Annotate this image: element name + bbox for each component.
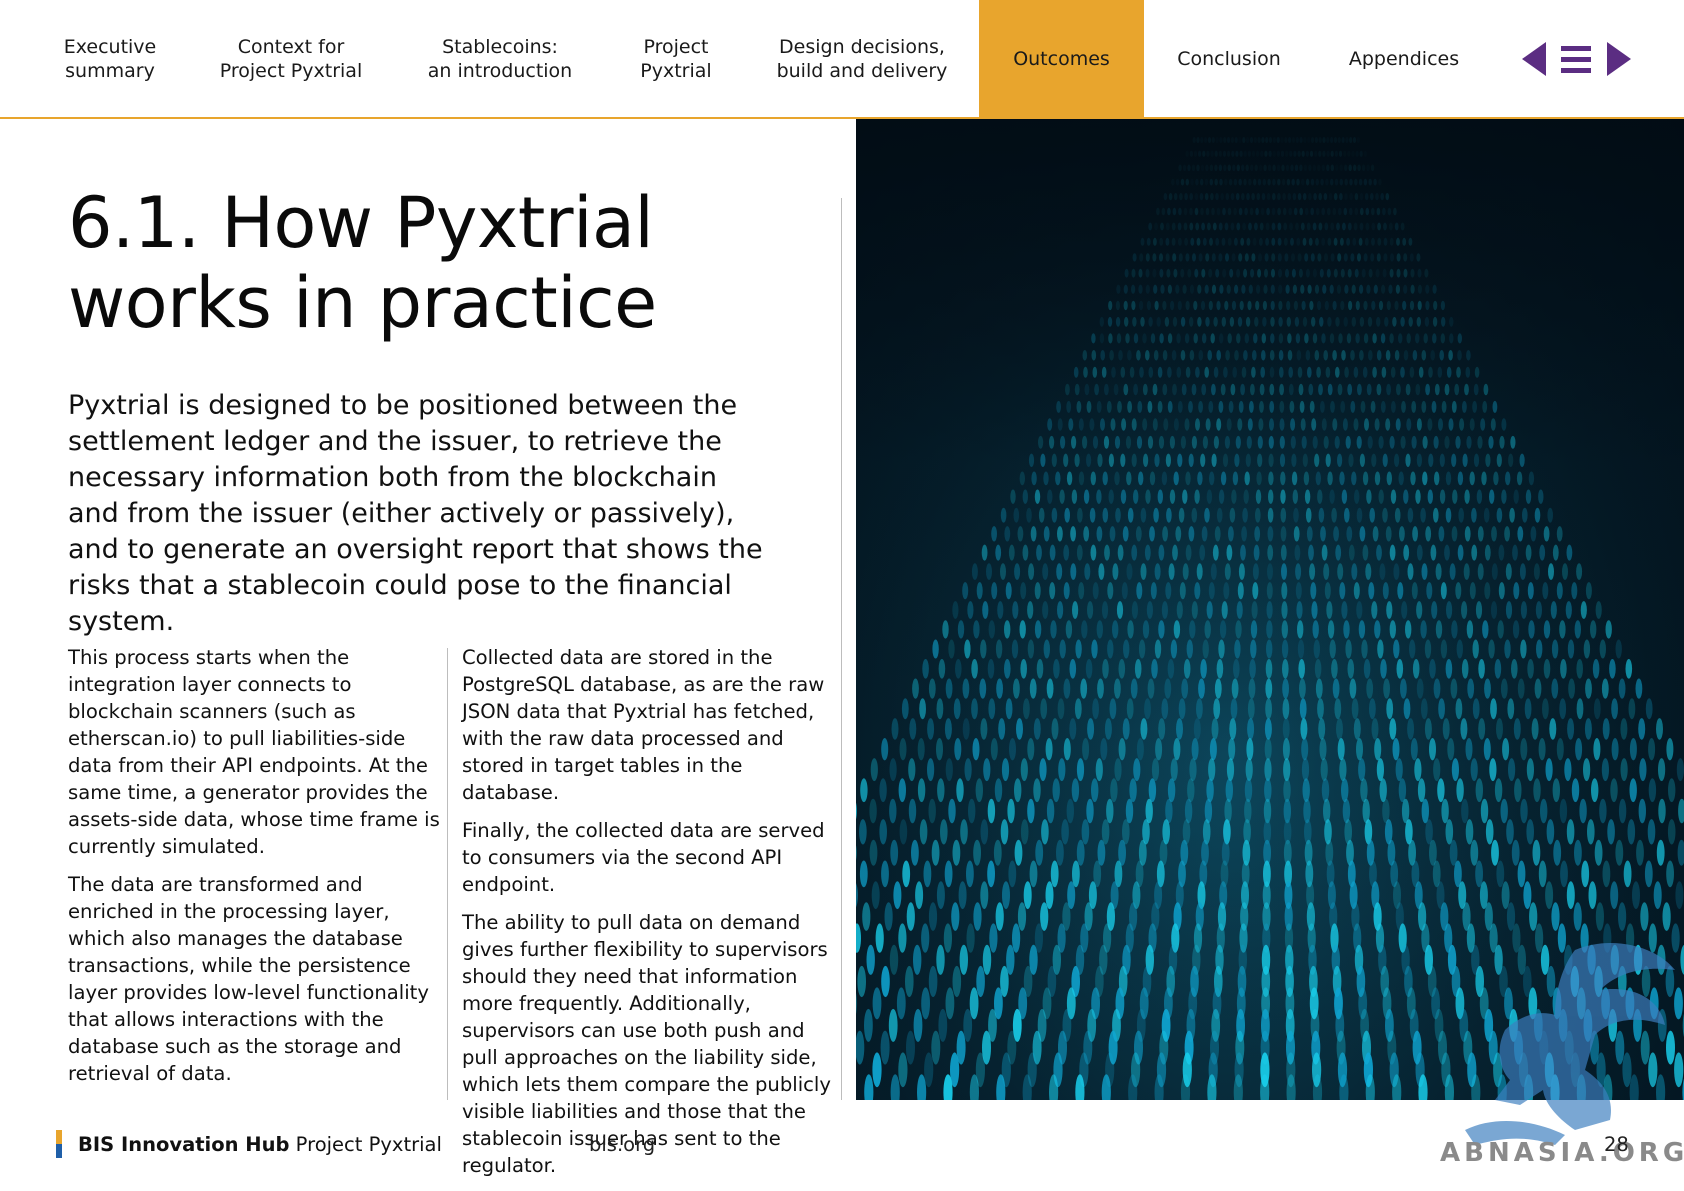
nav-item-context[interactable]: Context for Project Pyxtrial xyxy=(219,36,363,82)
page-title: 6.1. How Pyxtrial works in practice xyxy=(68,182,657,344)
nav-item-executive-summary[interactable]: Executive summary xyxy=(63,36,157,82)
watermark-text: ABNASIA.ORG xyxy=(1440,1138,1684,1168)
page-number: 28 xyxy=(1604,1133,1629,1156)
data-streams-illustration xyxy=(856,119,1684,1100)
data-streams-photo xyxy=(856,119,1684,1100)
body-paragraph: Collected data are stored in the Postgre… xyxy=(462,646,825,804)
lead-paragraph: Pyxtrial is designed to be positioned be… xyxy=(68,390,763,637)
nav-item-stablecoins[interactable]: Stablecoins: an introduction xyxy=(427,36,573,82)
text-column-2: Collected data are stored in the Postgre… xyxy=(462,644,840,1190)
footer-organisation: BIS Innovation Hub Project Pyxtrial xyxy=(78,1133,442,1156)
footer-org-bold: BIS Innovation Hub xyxy=(78,1133,290,1156)
content-divider xyxy=(841,198,842,1100)
nav-item-outcomes[interactable]: Outcomes xyxy=(979,0,1144,118)
body-paragraph: The data are transformed and enriched in… xyxy=(68,873,429,1085)
body-paragraph: The ability to pull data on demand gives… xyxy=(462,911,831,1177)
text-column-1: This process starts when the integration… xyxy=(68,644,440,1098)
nav-item-appendices[interactable]: Appendices xyxy=(1348,48,1460,70)
nav-item-design-decisions[interactable]: Design decisions, build and delivery xyxy=(776,36,948,82)
footer-url-link[interactable]: bis.org xyxy=(589,1133,656,1156)
nav-item-conclusion[interactable]: Conclusion xyxy=(1177,48,1281,70)
footer-org-project: Project Pyxtrial xyxy=(289,1133,442,1156)
column-divider xyxy=(447,648,448,1100)
body-paragraph: This process starts when the integration… xyxy=(68,646,440,858)
hamburger-menu-icon[interactable] xyxy=(1561,46,1591,74)
body-paragraph: Finally, the collected data are served t… xyxy=(462,819,825,896)
triangle-right-icon[interactable] xyxy=(1607,42,1631,76)
griffin-logo-icon xyxy=(1465,942,1675,1145)
top-navigation: Executive summary Context for Project Py… xyxy=(0,0,1684,119)
footer-accent-bar xyxy=(56,1130,62,1158)
triangle-left-icon[interactable] xyxy=(1522,42,1546,76)
nav-item-project-pyxtrial[interactable]: Project Pyxtrial xyxy=(640,36,712,82)
